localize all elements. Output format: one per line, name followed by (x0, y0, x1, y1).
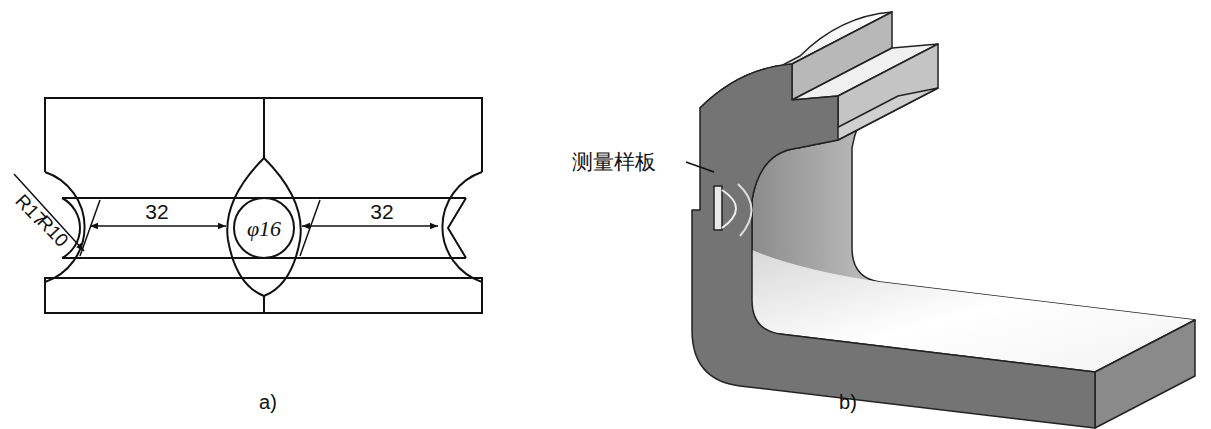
figure-label: a) (259, 392, 277, 412)
part-name: 测量样板 (572, 151, 656, 172)
section-view-a (14, 98, 482, 313)
length-dimension: 32 (145, 201, 168, 222)
isometric-view-b (686, 12, 1195, 428)
figure-label: b) (839, 392, 857, 412)
length-dimension: 32 (370, 201, 393, 222)
diameter-dimension: φ16 (247, 218, 281, 240)
